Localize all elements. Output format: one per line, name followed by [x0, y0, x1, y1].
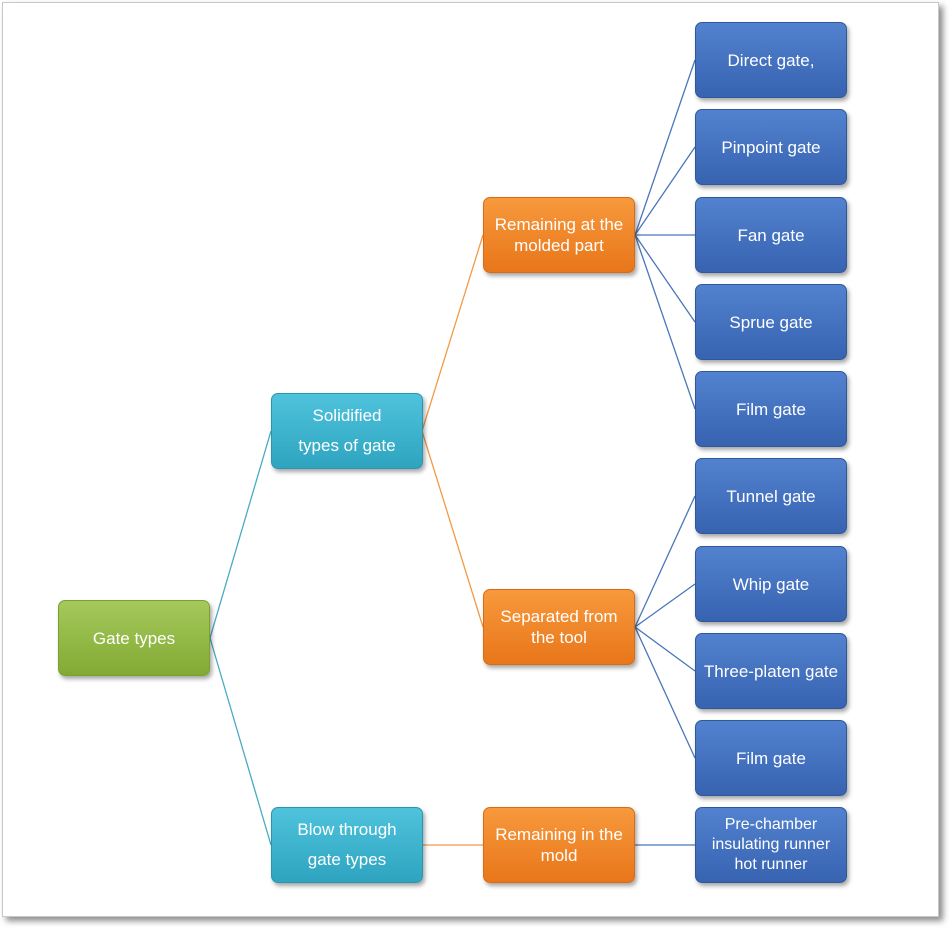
connector-separated-leaf-1 — [634, 495, 696, 628]
connector-molded-leaf-1 — [634, 59, 696, 236]
leaf-label: Pinpoint gate — [721, 137, 821, 157]
leaf-label: Three-platen gate — [703, 661, 839, 681]
root-node-gate-types: Gate types — [58, 600, 210, 676]
connector-separated-leaf-3 — [634, 626, 696, 672]
connector-root-blow — [209, 637, 272, 846]
leaf-label: Tunnel gate — [726, 486, 816, 506]
node-separated-label: Separated from the tool — [500, 607, 618, 647]
leaf-label: Whip gate — [732, 574, 810, 594]
leaf-three-platen-gate: Three-platen gate — [695, 633, 847, 709]
connector-solidified-molded — [421, 234, 484, 432]
root-node-label: Gate types — [92, 628, 176, 648]
leaf-direct-gate: Direct gate, — [695, 22, 847, 98]
leaf-tunnel-gate: Tunnel gate — [695, 458, 847, 534]
connector-separated-leaf-4 — [634, 626, 696, 759]
node-remaining-molded-label: Remaining at the molded part — [494, 215, 624, 255]
node-blow-through-label: Blow through gate types — [297, 820, 397, 869]
leaf-whip-gate: Whip gate — [695, 546, 847, 622]
leaf-sprue-gate: Sprue gate — [695, 284, 847, 360]
node-blow-through-types: Blow through gate types — [271, 807, 423, 883]
connector-solidified-separated — [421, 430, 484, 628]
leaf-label: Film gate — [736, 399, 806, 419]
leaf-fan-gate: Fan gate — [695, 197, 847, 273]
node-separated-from-tool: Separated from the tool — [483, 589, 635, 665]
node-remaining-mold-label: Remaining in the mold — [495, 825, 623, 865]
node-remaining-molded-part: Remaining at the molded part — [483, 197, 635, 273]
leaf-film-gate-1: Film gate — [695, 371, 847, 447]
node-remaining-in-mold: Remaining in the mold — [483, 807, 635, 883]
leaf-label: Pre-chamber insulating runner hot runner — [711, 816, 831, 873]
leaf-pre-chamber-hot-runner: Pre-chamber insulating runner hot runner — [695, 807, 847, 883]
leaf-label: Fan gate — [737, 225, 805, 245]
connector-root-solidified — [209, 430, 272, 639]
connector-molded-leaf-2 — [634, 146, 696, 236]
leaf-pinpoint-gate: Pinpoint gate — [695, 109, 847, 185]
node-solidified-types: Solidified types of gate — [271, 393, 423, 469]
leaf-label: Film gate — [736, 748, 806, 768]
connector-separated-leaf-2 — [634, 583, 696, 628]
leaf-film-gate-2: Film gate — [695, 720, 847, 796]
connector-molded-leaf-4 — [634, 234, 696, 323]
leaf-label: Direct gate, — [727, 50, 815, 70]
leaf-label: Sprue gate — [729, 312, 813, 332]
node-solidified-label: Solidified types of gate — [298, 406, 396, 455]
connector-molded-leaf-5 — [634, 234, 696, 410]
